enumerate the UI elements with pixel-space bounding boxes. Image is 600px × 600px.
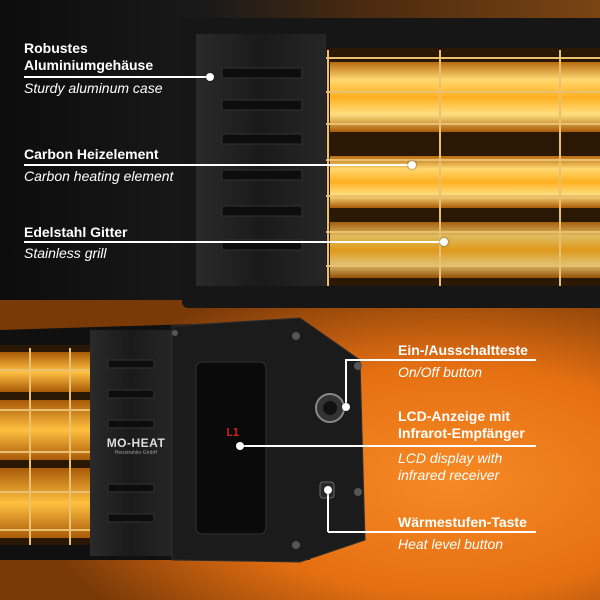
brand-logo: MO-HEAT Heizstrahler GmbH [104, 436, 168, 456]
callout-carbon-line [24, 164, 412, 166]
callout-carbon-en: Carbon heating element [24, 168, 173, 185]
callout-case-subtitle: Sturdy aluminum case [24, 80, 163, 96]
callout-heat-title: Wärmestufen-Taste [398, 514, 527, 530]
callout-case-en: Sturdy aluminum case [24, 80, 163, 97]
callout-grill-dot [440, 238, 448, 246]
callout-power: Ein-/Ausschaltteste [398, 342, 528, 359]
callout-grill-en: Stainless grill [24, 245, 106, 262]
callout-power-title: Ein-/Ausschaltteste [398, 342, 528, 358]
callout-heat-line [328, 531, 536, 533]
callout-lcd-subtitle-1: LCD display with [398, 450, 503, 466]
callout-case-dot [206, 73, 214, 81]
callout-lcd-title-2: Infrarot-Empfänger [398, 425, 525, 441]
callout-power-dot [342, 403, 350, 411]
callout-lcd-line [240, 445, 536, 447]
callout-heat-en: Heat level button [398, 536, 503, 553]
callout-carbon: Carbon Heizelement [24, 146, 159, 163]
lcd-readout: L1 [226, 426, 240, 439]
callout-grill-title: Edelstahl Gitter [24, 224, 128, 240]
callout-power-subtitle: On/Off button [398, 364, 483, 380]
callout-power-en: On/Off button [398, 364, 482, 381]
callout-lcd-dot [236, 442, 244, 450]
callout-carbon-dot [408, 161, 416, 169]
brand-name: MO-HEAT [106, 436, 166, 450]
callout-heat-subtitle: Heat level button [398, 536, 504, 552]
callout-heat-dot [324, 486, 332, 494]
callout-carbon-title: Carbon Heizelement [24, 146, 159, 162]
callout-power-vline [345, 359, 347, 405]
callout-power-line [346, 359, 536, 361]
callout-lcd: LCD-Anzeige mit Infrarot-Empfänger [398, 408, 525, 442]
callout-case: Robustes Aluminiumgehäuse [24, 40, 153, 74]
callout-grill-line [24, 241, 444, 243]
callout-grill: Edelstahl Gitter [24, 224, 127, 241]
callout-case-title-2: Aluminiumgehäuse [24, 57, 154, 73]
callout-carbon-subtitle: Carbon heating element [24, 168, 174, 184]
callout-case-line [24, 76, 210, 78]
brand-tagline: Heizstrahler GmbH [114, 450, 158, 456]
callout-lcd-subtitle-2: infrared receiver [398, 467, 500, 483]
callout-lcd-title-1: LCD-Anzeige mit [398, 408, 510, 424]
callout-lcd-en: LCD display with infrared receiver [398, 450, 502, 484]
callout-heat-vline [327, 490, 329, 532]
callout-grill-subtitle: Stainless grill [24, 245, 107, 261]
callout-case-title-1: Robustes [24, 40, 88, 56]
callout-heat: Wärmestufen-Taste [398, 514, 527, 531]
